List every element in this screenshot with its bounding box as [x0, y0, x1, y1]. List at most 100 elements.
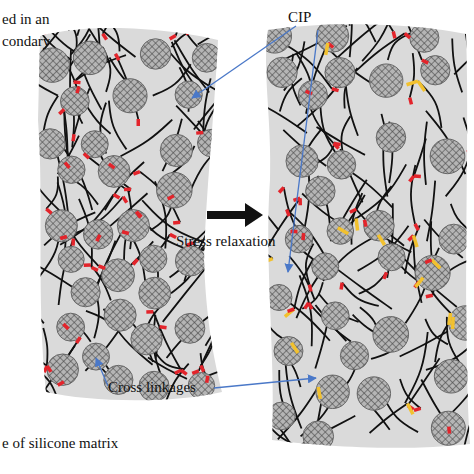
cip-particle [373, 317, 409, 353]
cross-linkage [77, 86, 79, 93]
polymer-chain [236, 316, 265, 379]
cip-particle [113, 79, 147, 113]
cross-linkage [418, 81, 425, 91]
polymer-chain [205, 307, 226, 346]
cross-linkage [309, 285, 310, 292]
leader-line [214, 378, 316, 388]
cross-linkage [358, 0, 363, 9]
cip-particle [306, 176, 335, 205]
polymer-chain [341, 116, 350, 153]
filler-network [3, 0, 269, 402]
polymer-chain [77, 0, 100, 36]
cross-linkage [416, 278, 424, 287]
polymer-chain [176, 16, 198, 36]
cip-particle [303, 421, 334, 452]
cip-particle [139, 277, 171, 309]
cross-linkage [93, 0, 95, 6]
leader-line [96, 358, 108, 386]
polymer-chain [39, 337, 81, 398]
cross-linkage [257, 12, 262, 17]
cip-particle [73, 41, 106, 74]
cross-linkage [186, 31, 192, 34]
cross-linkage [63, 324, 68, 329]
cross-linkage [467, 149, 473, 153]
cross-linkage [378, 235, 384, 245]
polymer-chain [388, 33, 411, 60]
cip-particle [35, 129, 65, 159]
cip-particle [104, 299, 136, 331]
cross-linkage [103, 34, 107, 40]
cross-linkage [192, 371, 199, 373]
process-label: Stress relaxation [176, 232, 276, 250]
cip-particle [327, 151, 355, 179]
cip-particle [83, 220, 112, 249]
cross-linkage [222, 98, 224, 105]
cip-particle [140, 39, 170, 69]
cross-linkage [58, 382, 64, 386]
cip-particle [268, 402, 296, 430]
polymer-chain [3, 292, 44, 323]
cross-linkage [74, 80, 81, 84]
cross-linkage [326, 43, 328, 55]
cross-linkage [44, 31, 51, 33]
cross-linkage [137, 119, 141, 126]
polymer-chain [210, 120, 240, 186]
cross-linkage [262, 259, 273, 263]
cip-particle [35, 48, 69, 82]
cross-linkage [173, 221, 180, 225]
cip-particle [157, 172, 192, 207]
cross-linkage [407, 404, 412, 415]
cip-particle [140, 245, 167, 272]
cip-particle [378, 244, 405, 271]
cross-linkage [409, 4, 414, 9]
polymer-chain [198, 12, 257, 45]
cross-linkage [146, 310, 153, 314]
cross-linkage [224, 141, 228, 147]
polymer-chain [410, 53, 414, 97]
polymer-chain [359, 272, 387, 293]
polymer-chain [103, 0, 118, 34]
polymer-chain [346, 84, 358, 136]
cross-linkage [332, 89, 339, 91]
cip-particle [82, 343, 109, 370]
polymer-chain [350, 1, 352, 57]
polymer-chain [331, 265, 391, 309]
polymer-chain [463, 118, 473, 149]
cross-linkage [451, 317, 455, 329]
cross-linkage [258, 252, 265, 254]
cross-linkage [407, 81, 418, 85]
cip-particle [410, 23, 439, 52]
cross-linkage [413, 236, 417, 247]
cip-particle [117, 210, 149, 242]
cross-linkage [168, 196, 174, 199]
cross-linkage [59, 109, 64, 114]
cross-linkage [160, 327, 167, 328]
polymer-chain [208, 343, 260, 376]
cip-particle [160, 134, 192, 166]
cip-particle [267, 57, 297, 87]
cross-linkage [114, 194, 120, 198]
silicone-matrix [38, 28, 222, 400]
polymer-chain [400, 379, 421, 408]
cip-particle [370, 64, 403, 97]
cross-linkage [425, 260, 431, 263]
polymer-chain [289, 256, 314, 299]
cross-linkage [305, 303, 309, 309]
cip-particle [285, 225, 313, 253]
silicone-matrix [266, 24, 470, 448]
polymer-chain [223, 308, 255, 353]
cip-particle [298, 80, 327, 109]
cip-particle [325, 58, 355, 88]
cross-linkage [263, 323, 267, 334]
cross-linkage [338, 228, 348, 234]
polymer-chain [67, 18, 77, 53]
polymer-chain [223, 12, 234, 62]
cross-linkage [175, 370, 181, 373]
cip-particle [439, 224, 469, 254]
polymer-chain [418, 81, 441, 128]
cross-linkage [306, 91, 312, 94]
process-arrow [207, 203, 263, 227]
cross-linkage [414, 408, 421, 410]
cross-linkage [65, 163, 69, 168]
leader-line [288, 30, 318, 272]
